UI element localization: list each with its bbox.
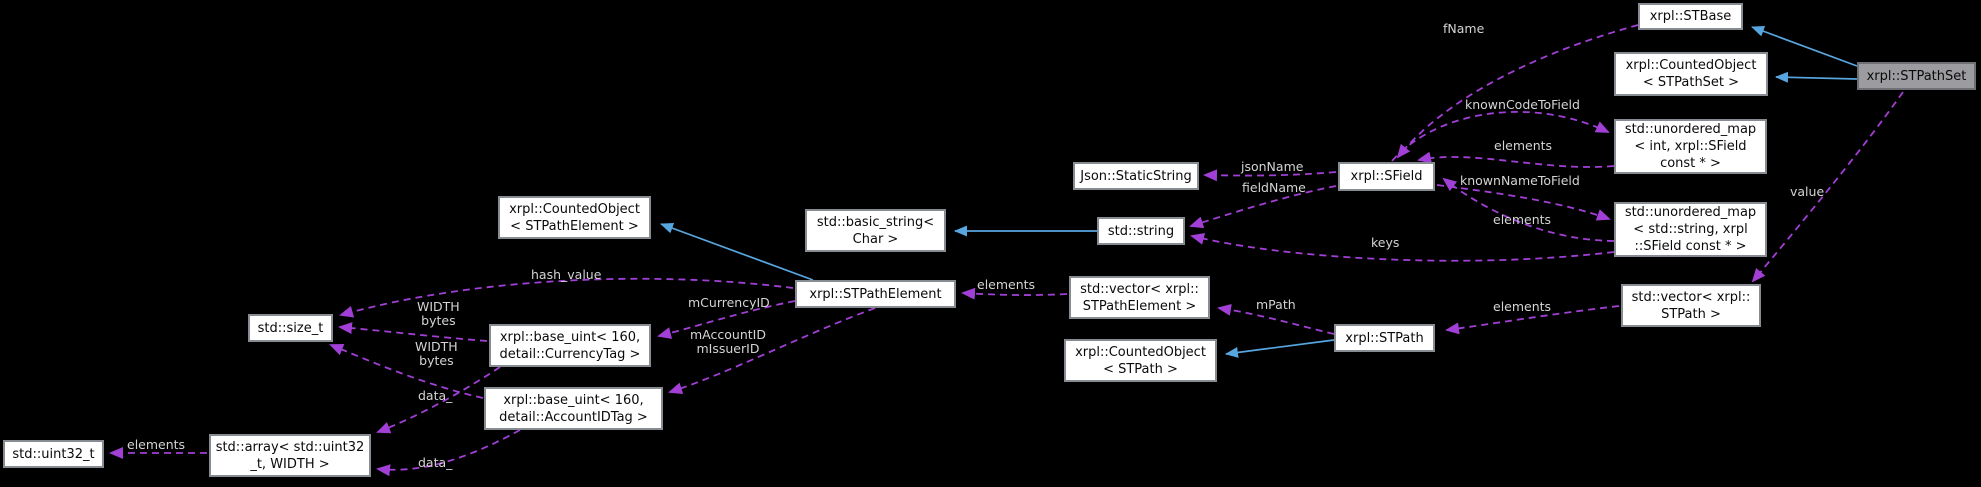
node-xrpl-stpathset[interactable]: xrpl::STPathSet	[1857, 62, 1976, 90]
edge-label-mpath: mPath	[1256, 297, 1296, 312]
edge-jsonname	[1203, 169, 1337, 182]
edge-widthbytes-currency	[338, 322, 488, 342]
edge-knownnametofield	[1436, 184, 1611, 221]
edge-data-currency	[376, 366, 501, 434]
node-base-uint-currencytag[interactable]: xrpl::base_uint< 160, detail::CurrencyTa…	[489, 324, 651, 367]
edge-data-account	[376, 429, 521, 477]
edge-label-elements-umap-int: elements	[1494, 138, 1553, 153]
node-std-array-uint32-width[interactable]: std::array< std::uint32 _t, WIDTH >	[209, 434, 371, 477]
node-xrpl-stpath[interactable]: xrpl::STPath	[1334, 324, 1435, 352]
node-unordered-map-string-sfield[interactable]: std::unordered_map < std::string, xrpl :…	[1614, 202, 1767, 257]
node-json-staticstring[interactable]: Json::StaticString	[1073, 162, 1199, 190]
edge-maccountid	[668, 307, 876, 395]
edge-stpathset-stbase	[1751, 26, 1858, 67]
edge-label-width-bytes-currency: WIDTH bytes	[417, 299, 460, 328]
edge-label-data-account: data_	[418, 455, 453, 470]
edge-elements-vec-pe	[961, 287, 1068, 300]
edge-label-elements-umap-string: elements	[1493, 212, 1552, 227]
edge-label-knowncodetofield: knownCodeToField	[1465, 97, 1580, 112]
node-xrpl-stpathelement[interactable]: xrpl::STPathElement	[795, 280, 956, 308]
edge-label-hash-value: hash_value	[531, 267, 602, 282]
edge-label-elements-vector-stpath: elements	[1493, 299, 1552, 314]
node-unordered-map-int-sfield[interactable]: std::unordered_map < int, xrpl::SField c…	[1614, 119, 1767, 174]
edge-label-elements-vector-stpathelement: elements	[977, 277, 1036, 292]
edge-label-fieldname: fieldName	[1242, 180, 1306, 195]
edge-fname	[1396, 24, 1639, 159]
edge-label-elements-array: elements	[127, 437, 186, 452]
edge-keys	[1190, 233, 1615, 262]
node-std-string[interactable]: std::string	[1097, 217, 1185, 245]
edge-widthbytes-account	[329, 344, 484, 399]
edge-label-fname: fName	[1443, 21, 1485, 36]
edge-value	[1751, 91, 1904, 283]
edge-label-width-bytes-account: WIDTH bytes	[415, 339, 458, 368]
edge-label-jsonname: jsonName	[1241, 159, 1304, 174]
edge-stpathelement-countedobject	[660, 222, 814, 281]
node-xrpl-sfield[interactable]: xrpl::SField	[1338, 162, 1435, 191]
edge-label-mcurrencyid: mCurrencyID	[688, 295, 770, 310]
node-std-uint32-t[interactable]: std::uint32_t	[3, 440, 104, 468]
edge-mcurrencyid	[657, 300, 796, 339]
edge-elements-umap-int	[1417, 151, 1615, 168]
edge-elements-umap-string	[1442, 177, 1615, 242]
node-countedobject-stpathelement[interactable]: xrpl::CountedObject < STPathElement >	[498, 196, 651, 239]
edge-stpath-countedobject	[1225, 339, 1335, 358]
node-vector-stpath[interactable]: std::vector< xrpl:: STPath >	[1621, 284, 1761, 327]
edge-label-data-currency: data_	[418, 388, 453, 403]
edge-fieldname	[1189, 185, 1337, 229]
edge-hashvalue	[339, 277, 794, 318]
edge-knowncodetofield	[1391, 111, 1610, 162]
node-std-size-t[interactable]: std::size_t	[248, 314, 333, 342]
edge-elements-vec-p	[1445, 305, 1620, 335]
edge-label-value: value	[1790, 184, 1825, 199]
edge-label-knownnametofield: knownNameToField	[1460, 173, 1580, 188]
node-countedobject-stpath[interactable]: xrpl::CountedObject < STPath >	[1064, 339, 1217, 382]
edge-stpathset-countedobject	[1775, 71, 1858, 83]
node-base-uint-accountidtag[interactable]: xrpl::base_uint< 160, detail::AccountIDT…	[484, 387, 663, 430]
edge-label-keys: keys	[1371, 235, 1400, 250]
node-std-basic-string[interactable]: std::basic_string< Char >	[805, 209, 946, 252]
node-vector-stpathelement[interactable]: std::vector< xrpl:: STPathElement >	[1069, 276, 1210, 319]
node-countedobject-stpathset[interactable]: xrpl::CountedObject < STPathSet >	[1614, 52, 1768, 96]
edge-label-maccountid-missuerid: mAccountID mIssuerID	[690, 327, 766, 356]
node-xrpl-stbase[interactable]: xrpl::STBase	[1638, 3, 1743, 30]
